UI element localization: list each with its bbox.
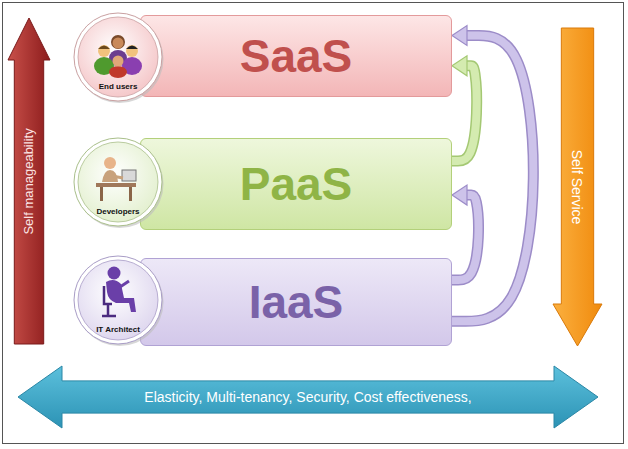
role-label: End users bbox=[99, 82, 138, 91]
role-label: Developers bbox=[96, 207, 139, 216]
arrow-shape bbox=[8, 18, 50, 344]
layer-title: PaaS bbox=[240, 158, 353, 211]
circle-face bbox=[78, 17, 158, 97]
frame-border bbox=[3, 3, 624, 444]
circle-face bbox=[78, 260, 158, 340]
role-circle: Developers bbox=[73, 137, 163, 227]
arrow-shape bbox=[18, 366, 598, 428]
service-layer-band: SaaS bbox=[140, 15, 452, 97]
quality-arrow: Elasticity, Multi-tenancy, Security, Cos… bbox=[18, 366, 598, 428]
developer-icon bbox=[96, 157, 136, 201]
circle-face bbox=[78, 142, 158, 222]
it-architect-icon bbox=[102, 267, 136, 317]
manageability-arrow: Self manageability bbox=[8, 18, 50, 344]
role-circle: IT Architect bbox=[73, 255, 163, 345]
circle-ring bbox=[74, 138, 162, 226]
arrow-head bbox=[452, 26, 467, 46]
role-circle: End users bbox=[73, 12, 163, 102]
circle-ring bbox=[74, 256, 162, 344]
arrow-head bbox=[452, 185, 467, 205]
arrow-body bbox=[452, 66, 477, 161]
layer-title: SaaS bbox=[240, 30, 353, 83]
arrow-label: Self Service bbox=[569, 150, 585, 225]
service-layer-band: IaaS bbox=[140, 258, 452, 346]
service-layer-band: PaaS bbox=[140, 138, 452, 230]
self-service-arrow: Self Service bbox=[553, 28, 602, 346]
arrow-head bbox=[452, 56, 467, 76]
arrow-outline bbox=[452, 195, 478, 280]
curved-arrow bbox=[452, 26, 533, 322]
curved-arrow bbox=[452, 56, 477, 161]
curved-arrow bbox=[452, 185, 478, 280]
circle-ring bbox=[74, 13, 162, 101]
end-users-icon bbox=[94, 35, 142, 78]
arrow-body bbox=[452, 36, 533, 322]
arrow-shape bbox=[553, 28, 602, 346]
arrow-outline bbox=[452, 36, 533, 322]
layer-title: IaaS bbox=[249, 276, 344, 329]
arrow-outline bbox=[452, 66, 477, 161]
arrow-body bbox=[452, 195, 478, 280]
arrow-label: Self manageability bbox=[22, 128, 37, 234]
arrow-label: Elasticity, Multi-tenancy, Security, Cos… bbox=[144, 389, 471, 405]
role-label: IT Architect bbox=[96, 325, 140, 334]
